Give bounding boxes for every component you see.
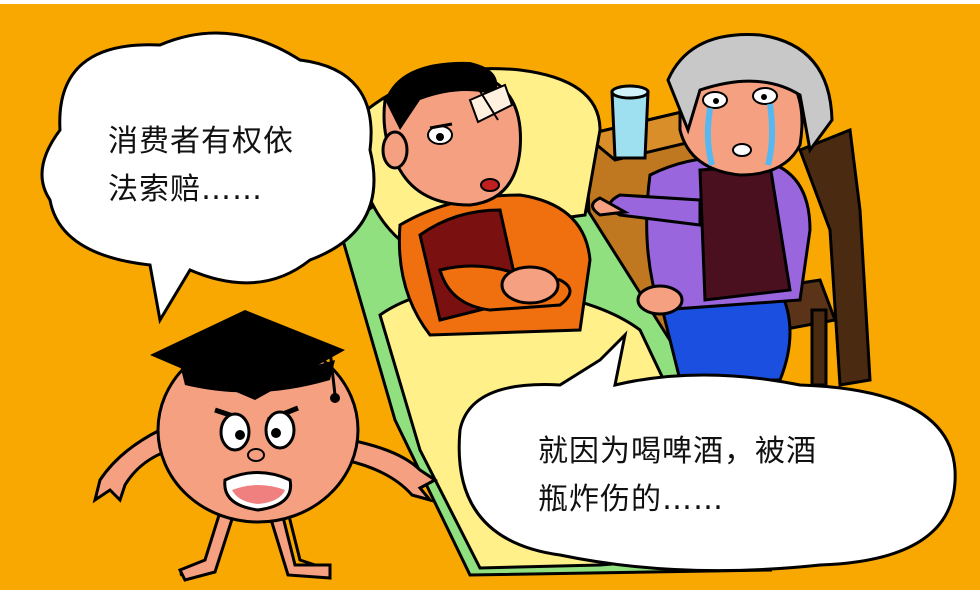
crying-grandmother <box>591 33 834 382</box>
left-bubble-text: 消费者有权依 法索赔…… <box>108 118 294 214</box>
right-bubble-text: 就因为喝啤酒，被酒 瓶炸伤的…… <box>538 428 817 524</box>
graduation-cap-icon <box>150 310 345 400</box>
tears-icon <box>704 103 776 166</box>
left-speech-bubble <box>40 31 376 325</box>
white-frame-top <box>0 0 980 4</box>
left-bubble-line2: 法索赔…… <box>108 172 263 207</box>
professor-mascot <box>92 310 438 582</box>
left-bubble-line1: 消费者有权依 <box>108 124 294 159</box>
right-bubble-line2: 瓶炸伤的…… <box>538 482 724 517</box>
right-bubble-line1: 就因为喝啤酒，被酒 <box>538 434 817 469</box>
water-glass-icon <box>610 84 650 160</box>
patient-hands <box>500 265 560 305</box>
white-frame-bottom <box>0 590 980 614</box>
patient-man <box>381 61 592 337</box>
right-speech-bubble <box>457 330 957 573</box>
